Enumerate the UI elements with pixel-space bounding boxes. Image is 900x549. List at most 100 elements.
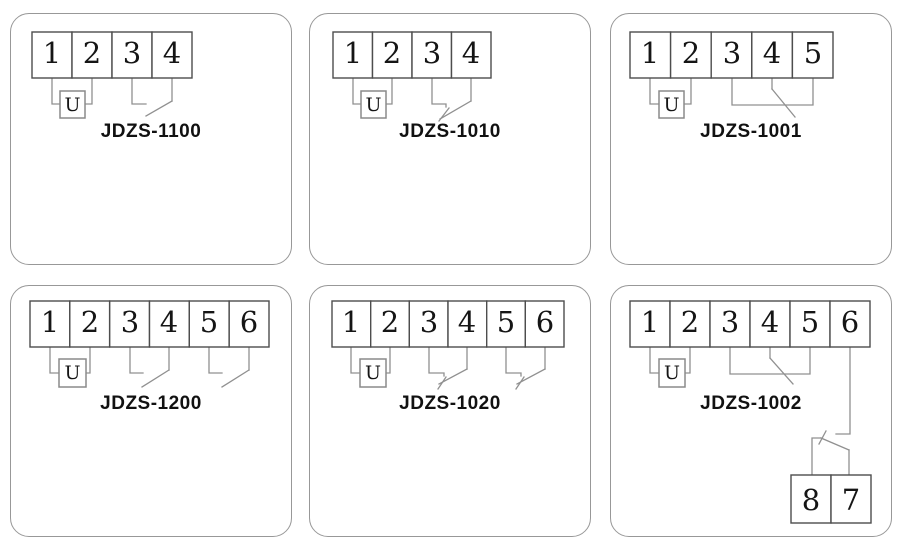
terminal-cell xyxy=(749,300,791,348)
wire-terminal2-to-u xyxy=(85,346,91,374)
contact-blade xyxy=(771,88,796,118)
terminal-diagram-1100: U 1 2 3 4 xyxy=(31,31,193,119)
contact-tick xyxy=(438,107,450,122)
terminal-diagram-1010: U 1 2 3 4 xyxy=(332,31,492,122)
terminal-number: 6 xyxy=(841,305,859,339)
wire-contact-fixed xyxy=(431,77,447,108)
terminal-cell xyxy=(629,300,671,348)
terminal-cell xyxy=(331,300,372,348)
terminal-number: 3 xyxy=(723,36,741,70)
coil-box xyxy=(658,358,686,388)
terminal-cell xyxy=(790,474,832,524)
terminal-number: 4 xyxy=(160,305,178,339)
wire-terminal1-to-u xyxy=(649,77,660,105)
terminal-number: 4 xyxy=(163,36,181,70)
wire-contact-fixed xyxy=(731,77,814,106)
terminal-cell xyxy=(151,31,193,79)
terminal-number: 8 xyxy=(802,483,820,517)
model-label: JDZS-1002 xyxy=(700,393,802,414)
terminal-cell xyxy=(669,300,711,348)
terminal-number: 5 xyxy=(804,36,822,70)
terminal-number: 1 xyxy=(641,36,659,70)
coil-label: U xyxy=(64,94,80,116)
wire-terminal1-to-u xyxy=(49,346,60,374)
terminal-cell xyxy=(411,31,453,79)
terminal-cell xyxy=(108,300,151,348)
contact2-blade xyxy=(221,369,250,388)
model-label: JDZS-1020 xyxy=(399,393,501,414)
terminal-cell xyxy=(31,31,73,79)
coil-box xyxy=(58,358,87,388)
contact-blade xyxy=(439,100,472,120)
terminal-diagram-1001: U 1 2 3 4 5 xyxy=(629,31,834,119)
terminal-cell xyxy=(830,474,872,524)
wire-terminal2-to-u xyxy=(385,77,393,105)
terminal-cell xyxy=(485,300,527,348)
coil-box xyxy=(658,90,685,119)
terminal-number: 5 xyxy=(497,305,515,339)
terminal-number: 3 xyxy=(721,305,739,339)
panel-jdzs-1010: U 1 2 3 4 JDZS-1010 xyxy=(309,13,591,265)
coil-label: U xyxy=(64,362,80,384)
terminal-number: 3 xyxy=(121,305,139,339)
model-label: JDZS-1001 xyxy=(700,121,802,142)
contact2-tick xyxy=(818,430,827,445)
panel-jdzs-1001: U 1 2 3 4 5 JDZS-1001 xyxy=(610,13,892,265)
contact2-tick xyxy=(515,376,525,390)
wire-terminal1-to-u xyxy=(51,77,61,105)
terminal-number: 6 xyxy=(536,305,554,339)
wire-terminal6-down xyxy=(835,346,851,435)
coil-label: U xyxy=(664,362,680,384)
contact1-blade xyxy=(769,357,794,385)
terminal-number: 3 xyxy=(423,36,441,70)
wire-terminal2-to-u xyxy=(684,346,691,374)
contact-blade xyxy=(145,100,173,117)
terminal-number: 4 xyxy=(458,305,476,339)
terminal-cell xyxy=(450,31,492,79)
wire-terminal2-to-u xyxy=(385,346,391,374)
terminal-number: 7 xyxy=(842,483,860,517)
panel-jdzs-1020: U 1 2 3 4 5 6 JDZS-1020 xyxy=(309,285,591,537)
coil-box xyxy=(360,90,387,119)
terminal-cell xyxy=(751,31,794,79)
coil-label: U xyxy=(365,362,381,384)
wire-terminal2-to-u xyxy=(84,77,93,105)
wire-contact1-fixed xyxy=(129,346,144,374)
terminal-cell xyxy=(789,300,831,348)
terminal-number: 1 xyxy=(344,36,362,70)
terminal-number: 1 xyxy=(641,305,659,339)
terminal-number: 2 xyxy=(381,305,399,339)
terminal-number: 3 xyxy=(420,305,438,339)
terminal-diagram-1002: U 1 2 3 4 5 6 8 7 xyxy=(629,300,872,524)
wire-terminal1-to-u xyxy=(352,77,362,105)
panel-jdzs-1002: U 1 2 3 4 5 6 8 7 JDZS-1002 xyxy=(610,285,892,537)
wire-terminal1-to-u xyxy=(649,346,660,374)
coil-box xyxy=(59,90,86,119)
terminal-cell xyxy=(371,31,413,79)
terminal-cell xyxy=(188,300,230,348)
model-label: JDZS-1200 xyxy=(100,393,202,414)
terminal-cell xyxy=(447,300,488,348)
terminal-number: 5 xyxy=(801,305,819,339)
terminal-number: 2 xyxy=(383,36,401,70)
terminal-cell xyxy=(228,300,270,348)
wire-contact-fixed xyxy=(131,77,147,105)
terminal-number: 6 xyxy=(240,305,258,339)
terminal-diagram-1200: U 1 2 3 4 5 6 xyxy=(29,300,270,388)
terminal-cell xyxy=(710,31,753,79)
wire-terminal8-up xyxy=(811,437,822,476)
model-label: JDZS-1100 xyxy=(100,121,202,142)
wire-contact1-fixed xyxy=(428,346,445,377)
wire-contact1-fixed xyxy=(729,346,811,375)
terminal-number: 1 xyxy=(43,36,61,70)
wire-contact2-fixed xyxy=(208,346,223,374)
wire-contact2-fixed xyxy=(505,346,522,377)
terminal-cell xyxy=(829,300,871,348)
terminal-number: 2 xyxy=(681,305,699,339)
terminal-number: 2 xyxy=(682,36,700,70)
coil-label: U xyxy=(663,94,679,116)
terminal-cell xyxy=(791,31,834,79)
contact1-tick xyxy=(437,376,447,390)
terminal-number: 1 xyxy=(41,305,59,339)
